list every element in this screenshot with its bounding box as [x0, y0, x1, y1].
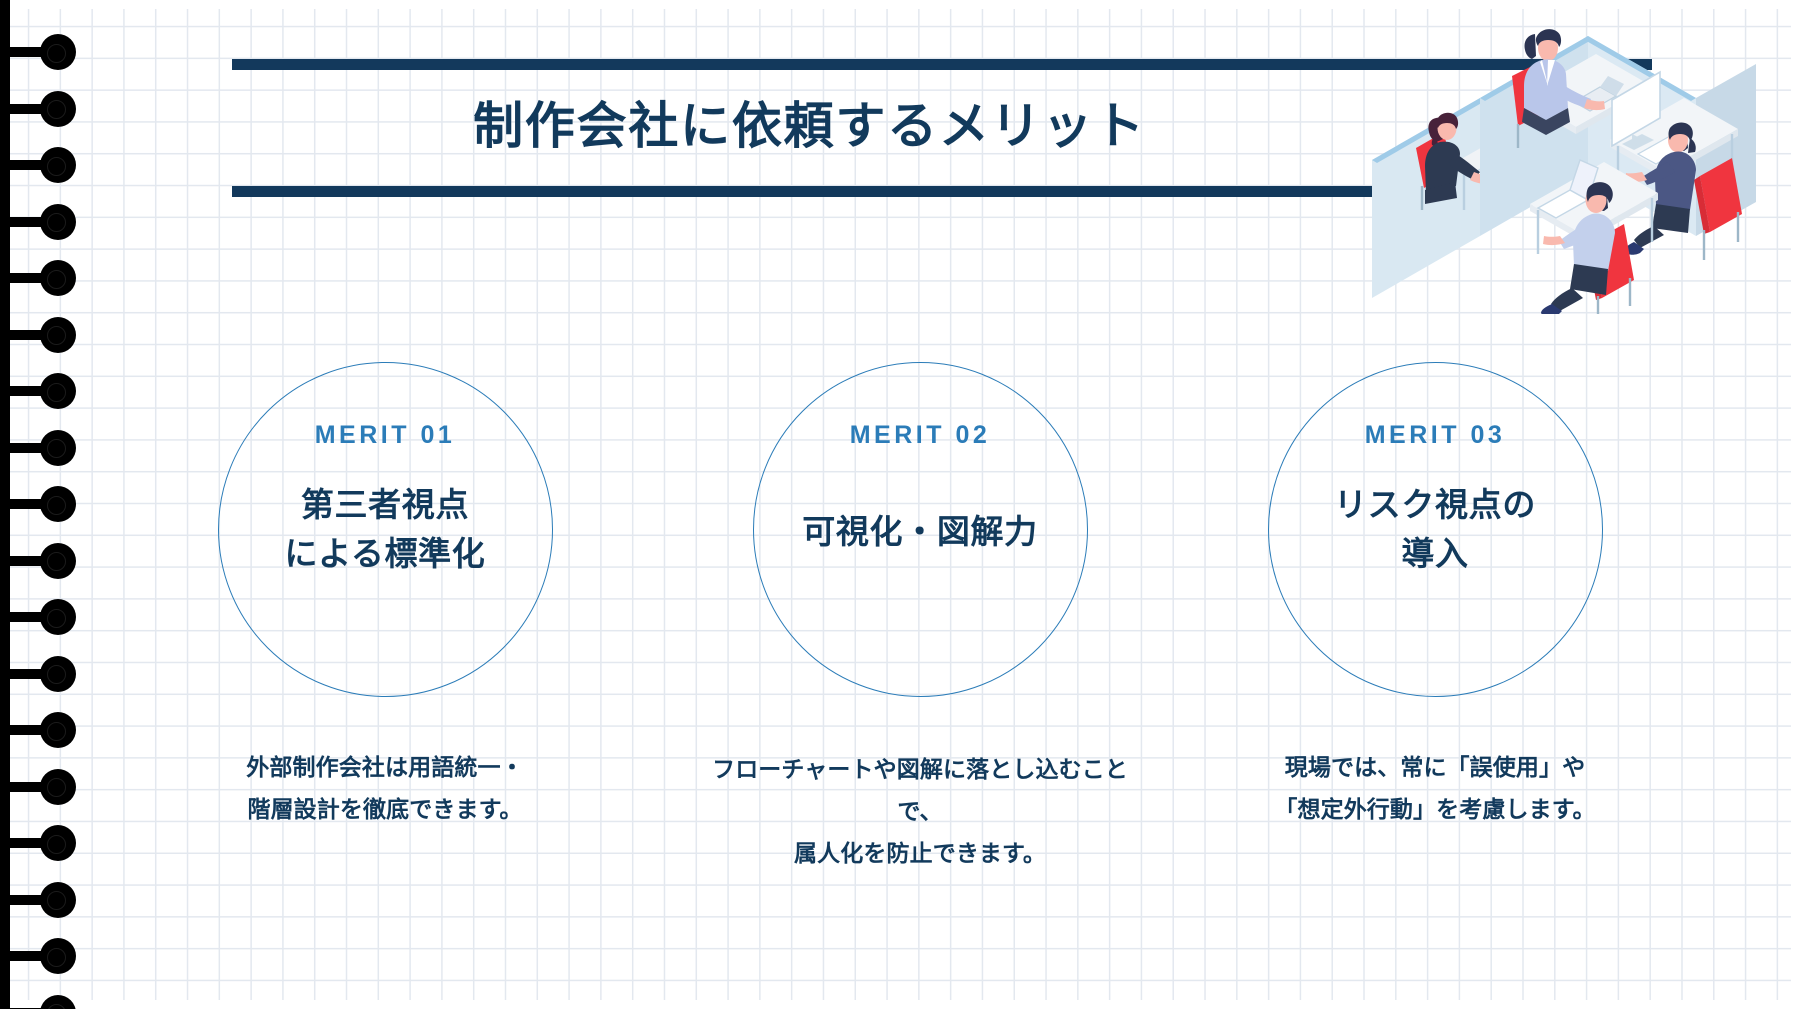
spiral-ring	[0, 542, 76, 579]
spiral-ring	[0, 260, 76, 296]
merit-card-1: MERIT 01 第三者視点 による標準化 外部制作会社は用語統一・ 階層設計を…	[155, 362, 615, 831]
spiral-ring	[0, 938, 76, 974]
merit-caption-2: フローチャートや図解に落とし込むことで、 属人化を防止できます。	[712, 756, 1128, 866]
merit-columns: MERIT 01 第三者視点 による標準化 外部制作会社は用語統一・ 階層設計を…	[0, 362, 1800, 866]
page-title: 制作会社に依頼するメリット	[473, 98, 1146, 154]
merit-heading-2: 可視化・図解力	[802, 513, 1038, 550]
title-rule-bottom	[232, 186, 1652, 197]
page-edge-top	[0, 0, 1800, 9]
merit-card-2: MERIT 02 可視化・図解力 フローチャートや図解に落とし込むことで、 属人…	[690, 362, 1150, 875]
spiral-binding	[0, 0, 100, 1009]
page-edge-right	[1791, 0, 1800, 1009]
spiral-ring	[0, 825, 76, 861]
spiral-ring	[0, 373, 76, 409]
spiral-ring	[0, 429, 76, 466]
merit-heading-1: 第三者視点 による標準化	[284, 486, 486, 572]
title-rule-top	[232, 59, 1652, 70]
spiral-ring	[0, 599, 76, 635]
merit-circle-3: MERIT 03 リスク視点の 導入	[1267, 362, 1603, 697]
merit-heading-3: リスク視点の 導入	[1334, 486, 1536, 572]
spiral-ring	[0, 34, 76, 70]
merit-circle-1: MERIT 01 第三者視点 による標準化	[217, 362, 553, 697]
spiral-ring	[0, 90, 76, 127]
merit-caption-1: 外部制作会社は用語統一・ 階層設計を徹底できます。	[246, 754, 524, 822]
page-edge-bottom	[0, 1000, 1800, 1009]
spiral-ring	[0, 147, 76, 183]
spiral-ring	[0, 316, 76, 353]
spiral-ring	[0, 881, 76, 918]
spiral-ring	[0, 994, 76, 1009]
merit-circle-2: MERIT 02 可視化・図解力	[752, 362, 1088, 697]
merit-label-2: MERIT 02	[849, 421, 991, 449]
merit-label-1: MERIT 01	[314, 421, 456, 449]
spiral-ring	[0, 655, 76, 692]
merit-label-3: MERIT 03	[1364, 421, 1506, 449]
spiral-ring	[0, 768, 76, 805]
merit-card-3: MERIT 03 リスク視点の 導入 現場では、常に「誤使用」や 「想定外行動」…	[1205, 362, 1665, 831]
office-illustration	[1352, 14, 1756, 314]
spiral-ring	[0, 203, 76, 240]
spiral-ring	[0, 486, 76, 522]
merit-caption-3: 現場では、常に「誤使用」や 「想定外行動」を考慮します。	[1274, 754, 1596, 822]
spiral-ring	[0, 712, 76, 748]
